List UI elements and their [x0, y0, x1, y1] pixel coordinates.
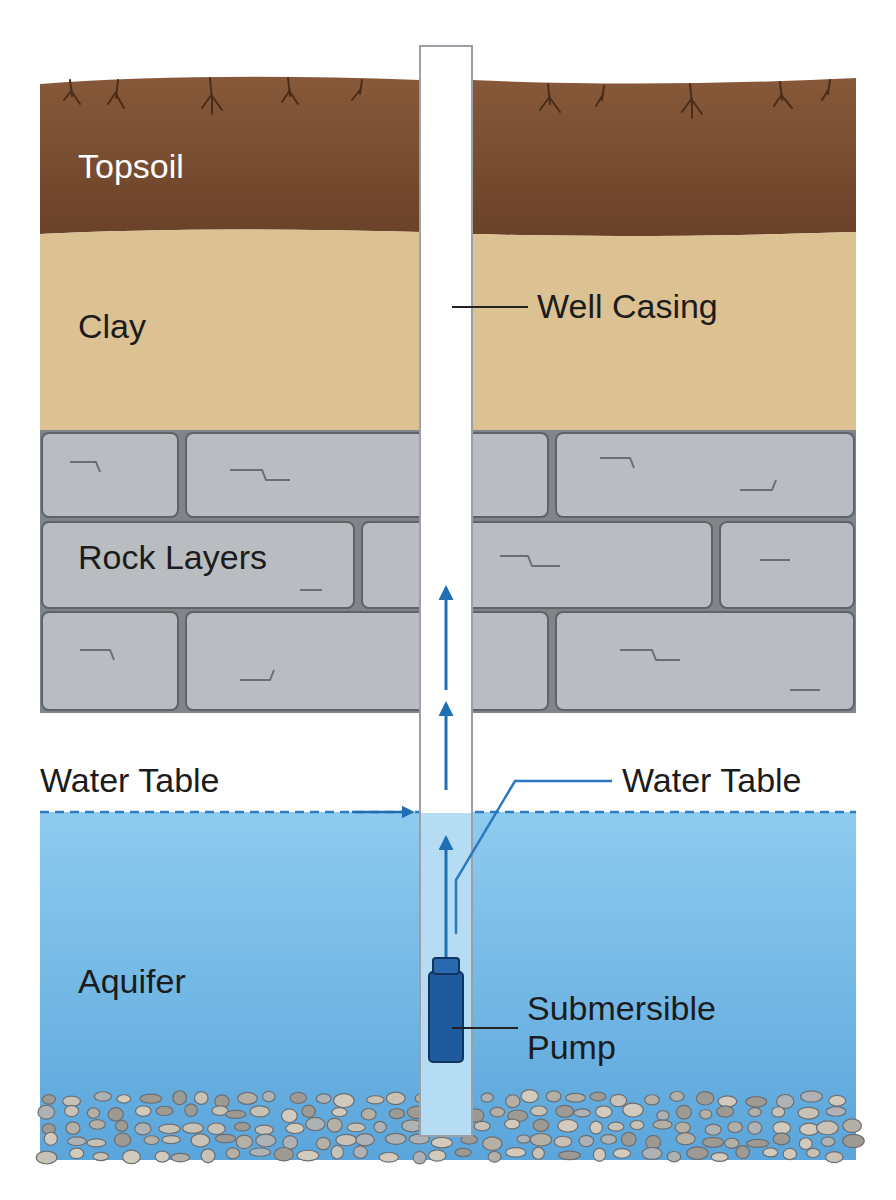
pump-outlet [445, 928, 448, 958]
rock-layer: Rock Layers [40, 430, 856, 713]
leader-line [452, 306, 528, 308]
layer-name: Topsoil [78, 147, 184, 186]
topsoil-layer: Topsoil [40, 80, 856, 232]
part-label: Submersible Pump [527, 989, 777, 1067]
part-label: Well Casing [537, 287, 718, 326]
pump-cap [433, 958, 459, 974]
water-table-arrow [352, 811, 412, 814]
level-label: Water Table [40, 761, 220, 800]
submersible-pump [429, 972, 463, 1062]
clay-layer: Clay [40, 232, 856, 430]
layer-name: Aquifer [78, 962, 186, 1001]
leader-line [456, 781, 612, 934]
aquifer-band [40, 812, 856, 1160]
level-label: Water Table [622, 761, 802, 800]
flow-arrows [445, 588, 448, 928]
layer-name: Rock Layers [78, 538, 267, 577]
well-casing [420, 46, 472, 1136]
layer-name: Clay [78, 307, 146, 346]
casing-water [421, 813, 471, 1135]
leader-line [452, 1027, 518, 1029]
aquifer-layer: Aquifer [40, 812, 856, 1160]
